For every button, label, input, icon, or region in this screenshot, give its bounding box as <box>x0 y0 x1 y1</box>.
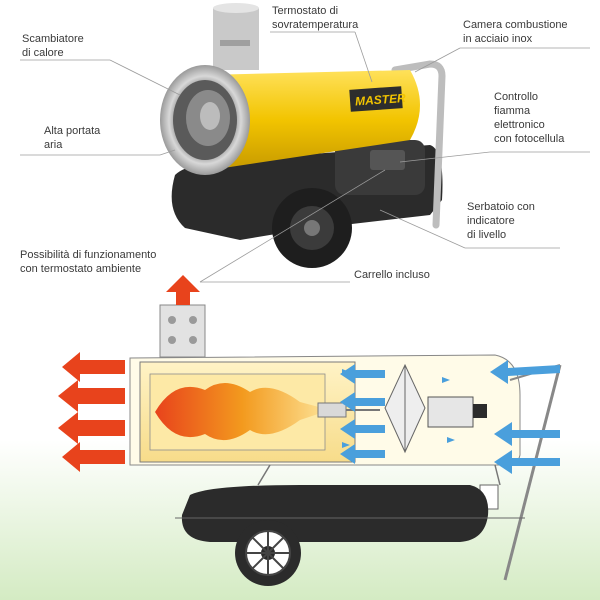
diagram-tank <box>181 485 489 542</box>
label-tank: Serbatoio con indicatore di livello <box>467 201 535 241</box>
motor-unit <box>427 396 474 428</box>
exhaust-box <box>159 304 206 358</box>
hot-air-arrow-icon <box>62 352 125 382</box>
hot-air-arrow-icon <box>58 412 125 444</box>
cold-air-arrows <box>340 360 560 474</box>
label-room-thermostat: Possibilità di funzionamento con termost… <box>20 249 157 275</box>
label-thermostat: Termostato di sovratemperatura <box>272 5 359 31</box>
cold-air-arrow-icon <box>494 422 560 446</box>
leader-lines <box>20 31 590 283</box>
burner-nozzle <box>317 402 347 418</box>
cold-air-arrow-icon <box>340 444 385 464</box>
label-high-airflow: Alta portata aria <box>44 125 101 151</box>
exhaust-arrow-icon <box>166 275 200 305</box>
cold-air-arrow-icon <box>494 450 560 474</box>
hot-air-arrow-icon <box>62 442 125 472</box>
hot-air-arrow-icon <box>58 380 125 412</box>
cold-air-arrow-icon <box>490 360 560 384</box>
label-flame-control: Controllo fiamma elettronico con fotocel… <box>494 91 565 145</box>
heater-chimney <box>213 8 259 70</box>
cross-section-diagram <box>58 275 562 586</box>
brand-logo: MASTER <box>355 91 407 109</box>
cold-air-arrow-icon <box>340 392 385 412</box>
label-heat-exchanger: Scambiatore di calore <box>22 33 84 59</box>
hot-air-arrows <box>58 352 125 472</box>
brand-plate <box>349 86 403 112</box>
cold-air-arrow-icon <box>340 419 385 439</box>
label-trolley: Carrello incluso <box>354 269 430 281</box>
label-combustion-chamber: Camera combustione in acciaio inox <box>463 19 568 45</box>
heater-photo: MASTER <box>160 3 446 268</box>
flame-icon <box>155 382 330 441</box>
cold-air-arrow-icon <box>340 364 385 384</box>
